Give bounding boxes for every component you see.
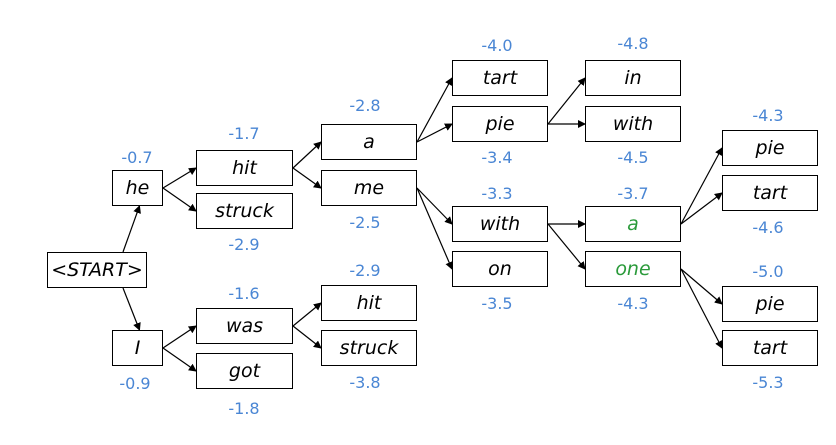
score-with1: -3.3: [481, 184, 513, 203]
node-one: one: [585, 251, 681, 287]
node-hit2: hit: [321, 285, 417, 321]
score-one: -4.3: [617, 294, 649, 313]
node-me: me: [321, 170, 417, 206]
score-pie2: -4.3: [752, 106, 784, 125]
edge-was-to-struck2: [292, 325, 322, 349]
edge-with1-to-one: [547, 223, 586, 270]
score-a2: -3.7: [617, 184, 649, 203]
edge-a2-to-tart2: [680, 192, 723, 225]
edge-a1-to-tart1: [416, 77, 453, 143]
score-tart1: -4.0: [481, 36, 513, 55]
score-in: -4.8: [617, 34, 649, 53]
node-hit1: hit: [196, 150, 293, 186]
edge-me-to-on: [416, 187, 453, 270]
node-I: I: [112, 330, 163, 366]
edge-I-to-was: [162, 325, 197, 349]
edge-a2-to-pie2: [680, 147, 723, 225]
node-tart2: tart: [722, 175, 818, 211]
score-on: -3.5: [481, 294, 513, 313]
edge-pie1-to-in: [547, 77, 586, 125]
edge-he-to-struck1: [162, 187, 197, 212]
node-a1: a: [321, 124, 417, 160]
node-with1: with: [452, 206, 548, 242]
score-a1: -2.8: [349, 96, 381, 115]
score-struck1: -2.9: [228, 235, 260, 254]
node-pie2: pie: [722, 130, 818, 166]
node-in: in: [585, 60, 681, 96]
edge-start-to-he: [122, 205, 141, 253]
edge-one-to-tart3: [680, 268, 723, 349]
score-pie3: -5.0: [752, 262, 784, 281]
score-pie1: -3.4: [481, 148, 513, 167]
score-he: -0.7: [121, 148, 153, 167]
score-me: -2.5: [349, 213, 381, 232]
edge-he-to-hit1: [162, 167, 197, 189]
edge-was-to-hit2: [292, 302, 322, 327]
node-struck2: struck: [321, 330, 417, 366]
node-start: <START>: [47, 252, 147, 288]
score-was: -1.6: [228, 284, 260, 303]
edge-one-to-pie3: [680, 268, 723, 305]
edge-me-to-with1: [416, 187, 453, 225]
score-hit2: -2.9: [349, 261, 381, 280]
score-hit1: -1.7: [228, 124, 260, 143]
node-struck1: struck: [196, 193, 293, 229]
node-pie3: pie: [722, 286, 818, 322]
score-tart2: -4.6: [752, 218, 784, 237]
node-with2: with: [585, 106, 681, 142]
node-a2: a: [585, 206, 681, 242]
node-pie1: pie: [452, 106, 548, 142]
edge-start-to-I: [122, 287, 141, 331]
node-he: he: [112, 170, 163, 206]
score-tart3: -5.3: [752, 373, 784, 392]
node-tart1: tart: [452, 60, 548, 96]
score-I: -0.9: [119, 374, 151, 393]
node-on: on: [452, 251, 548, 287]
edge-a1-to-pie1: [416, 123, 453, 143]
edge-hit1-to-me: [292, 167, 322, 189]
node-tart3: tart: [722, 330, 818, 366]
score-struck2: -3.8: [349, 373, 381, 392]
edge-hit1-to-a1: [292, 141, 322, 169]
node-was: was: [196, 308, 293, 344]
score-got: -1.8: [228, 399, 260, 418]
edge-I-to-got: [162, 347, 197, 372]
score-with2: -4.5: [617, 148, 649, 167]
node-got: got: [196, 353, 293, 389]
